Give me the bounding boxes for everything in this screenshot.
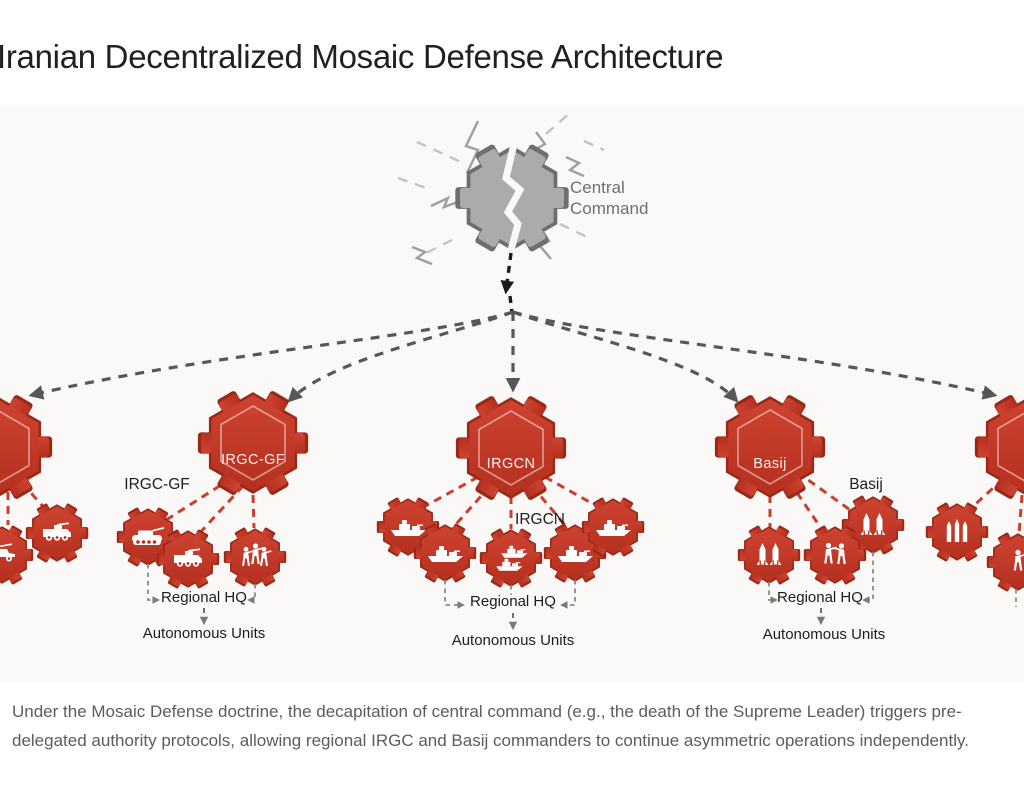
hq-stub <box>768 582 778 604</box>
page-title: Iranian Decentralized Mosaic Defense Arc… <box>0 38 724 75</box>
unit-node <box>986 531 1024 593</box>
hq-stub <box>147 564 160 604</box>
broken-gear-icon <box>455 143 569 255</box>
central-command-cluster: Central Command <box>397 111 648 314</box>
regional-hq-label: Regional HQ <box>470 593 556 610</box>
delegation-arrows <box>28 310 998 403</box>
diagram-caption: Under the Mosaic Defense doctrine, the d… <box>12 702 969 750</box>
irgcn-node: IRGCN <box>455 394 567 502</box>
branch-irgcn: IRGCN IRGCN Regio <box>376 394 645 649</box>
branch-west <box>0 393 89 586</box>
mosaic-defense-diagram: Central Command <box>0 105 1024 682</box>
branch-basij: Basij Basij Regional HQ Autonomous Units <box>714 393 905 643</box>
hq-stub <box>862 552 874 604</box>
west-regional-node <box>0 393 53 501</box>
unit-node <box>223 526 287 588</box>
basij-node: Basij <box>714 393 826 501</box>
irgc-gf-callout: IRGC-GF <box>124 476 189 493</box>
basij-node-label: Basij <box>753 456 786 472</box>
unit-node <box>25 502 89 564</box>
diagram-canvas: Central Command <box>0 111 1024 649</box>
autonomous-units-label: Autonomous Units <box>143 625 266 642</box>
hq-stub <box>560 580 576 609</box>
unit-node <box>737 524 801 586</box>
hq-stub <box>444 580 465 609</box>
branch-irgc-gf: IRGC-GF IRGC-GF Regional HQ Autonomous U… <box>116 389 309 642</box>
command-drop-link <box>500 252 515 314</box>
irgcn-callout: IRGCN <box>515 511 565 528</box>
branch-east <box>925 393 1024 607</box>
east-regional-node <box>974 393 1024 501</box>
unit-node <box>925 501 989 563</box>
autonomous-units-label: Autonomous Units <box>763 626 886 643</box>
irgc-gf-node: IRGC-GF <box>197 389 309 497</box>
irgcn-node-label: IRGCN <box>487 456 536 472</box>
autonomous-units-label: Autonomous Units <box>452 632 575 649</box>
regional-hq-label: Regional HQ <box>777 589 863 606</box>
basij-callout: Basij <box>849 476 883 493</box>
irgc-gf-node-label: IRGC-GF <box>221 452 285 468</box>
central-command-label-line2: Command <box>570 199 648 218</box>
hq-stub <box>247 584 256 604</box>
unit-node <box>479 527 543 589</box>
central-command-label-line1: Central <box>570 178 625 197</box>
regional-hq-label: Regional HQ <box>161 589 247 606</box>
